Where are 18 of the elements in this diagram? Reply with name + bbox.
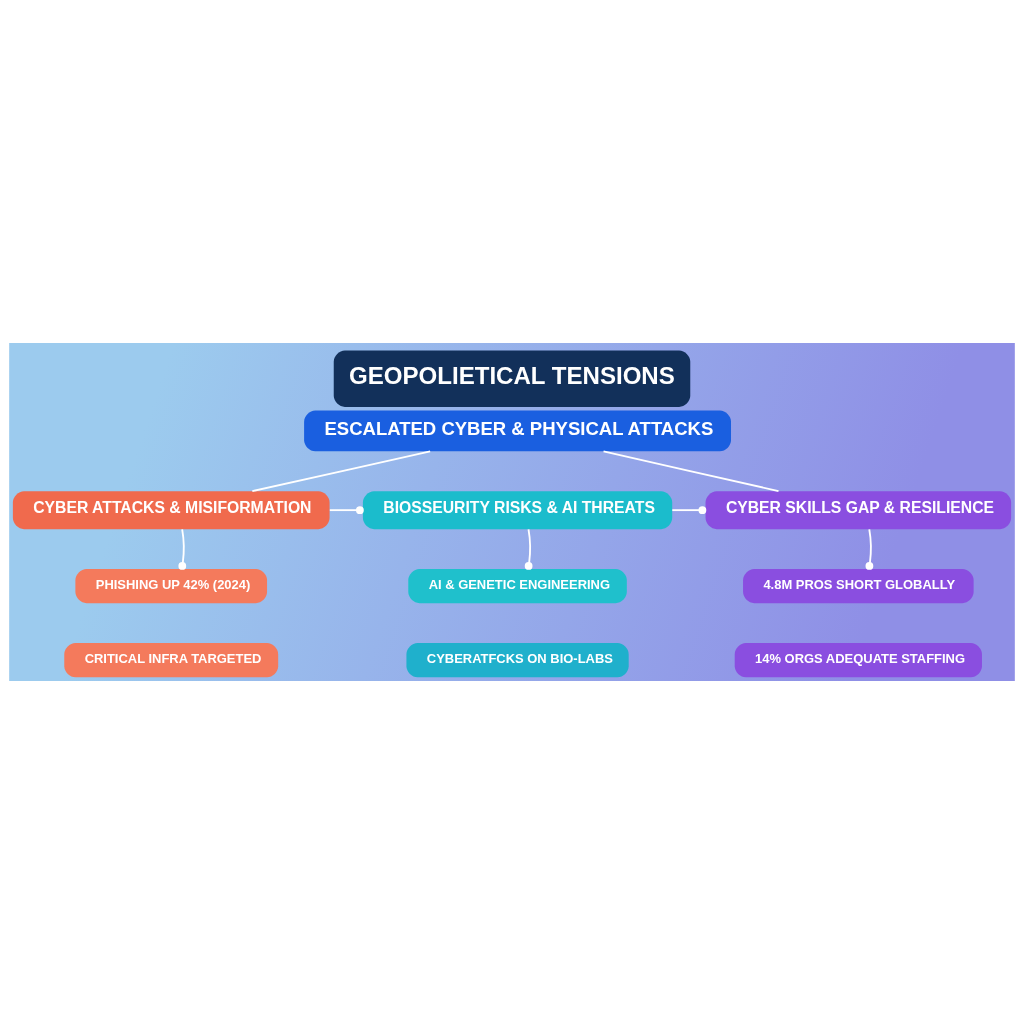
connector (251, 450, 432, 493)
node-box: ESCALATED CYBER & PHYSICAL ATTACKS (304, 410, 731, 452)
connector (671, 506, 707, 515)
node-box: CRITICAL INFRA TARGETED (64, 643, 279, 678)
node-box: 4.8M PROS SHORT GLOBALLY (743, 568, 974, 604)
connector (328, 506, 364, 515)
connector (178, 528, 187, 570)
diagram-title: GEOPOLIETICAL TENSIONS (349, 362, 675, 390)
node-box: 14% ORGS ADEQUATE STAFFING (734, 643, 982, 678)
node-box: AI & GENETIC ENGINEERING (408, 568, 627, 604)
connector (865, 528, 874, 570)
node-box: CYBERATFCKS ON BIO-LABS (406, 643, 629, 678)
connector (524, 528, 533, 570)
node-box: CYBER SKILLS GAP & RESILIENCE (705, 491, 1012, 530)
node-box: PHISHING UP 42% (2024) (75, 568, 268, 604)
node-box: BIOSSEURITY RISKS & AI THREATS (362, 491, 673, 530)
connector (602, 450, 780, 493)
node-box: CYBER ATTACKS & MISIFORMATION (12, 491, 330, 530)
